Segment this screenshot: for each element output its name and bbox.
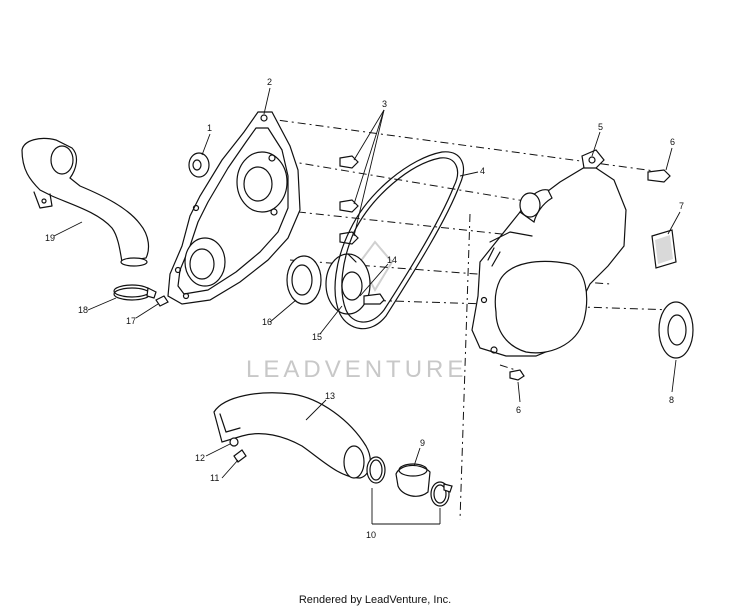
callout-12: 12: [195, 453, 205, 463]
callout-3: 3: [382, 99, 387, 109]
callout-4: 4: [480, 166, 485, 176]
callout-2: 2: [267, 77, 272, 87]
screw-part-11: [233, 449, 247, 463]
boot-part-9: [395, 463, 431, 497]
callout-16: 16: [262, 317, 272, 327]
callout-11: 11: [210, 473, 219, 483]
callout-labels: 1 2 3 4 5 6 6 7 8 9 10 11 12 13 14 15 16…: [45, 77, 684, 540]
callout-14: 14: [387, 255, 397, 265]
leader-lines: [53, 87, 681, 525]
callout-17: 17: [126, 316, 136, 326]
bolt-part-14: [363, 293, 385, 305]
bushing-part-1: [188, 152, 210, 178]
decal-part-7: [651, 229, 677, 269]
callout-8: 8: [669, 395, 674, 405]
screws-part-3: [339, 155, 359, 245]
intake-duct-part-19: [21, 137, 150, 267]
drive-belt-part-4: [334, 151, 464, 330]
pulley-part-15: [325, 253, 371, 315]
bolt-part-17: [155, 295, 169, 307]
render-credit: Rendered by LeadVenture, Inc.: [298, 594, 452, 606]
screw-part-6-bottom: [509, 369, 525, 381]
hose-clamp-part-18: [113, 284, 157, 301]
clamps-part-10: [366, 456, 453, 507]
watermark-text: LEADVENTURE: [246, 356, 467, 383]
seal-part-16: [286, 255, 322, 305]
callout-10: 10: [366, 530, 376, 540]
inner-cover-part-2: [167, 111, 301, 305]
callout-9: 9: [420, 438, 425, 448]
callout-5: 5: [598, 122, 603, 132]
outlet-duct-part-13: [213, 392, 371, 479]
screw-part-6-top: [647, 169, 671, 183]
watermark: LEADVENTURE: [246, 240, 467, 383]
callout-1: 1: [207, 123, 212, 133]
outer-cover-part-5: [471, 149, 627, 357]
callout-15: 15: [312, 332, 322, 342]
gasket-part-8: [658, 301, 694, 359]
callout-19: 19: [45, 233, 55, 243]
callout-18: 18: [78, 305, 88, 315]
callout-7: 7: [679, 201, 684, 211]
callout-6-top: 6: [670, 137, 675, 147]
clip-part-12: [229, 437, 239, 447]
callout-13: 13: [325, 391, 335, 401]
callout-6-bottom: 6: [516, 405, 521, 415]
